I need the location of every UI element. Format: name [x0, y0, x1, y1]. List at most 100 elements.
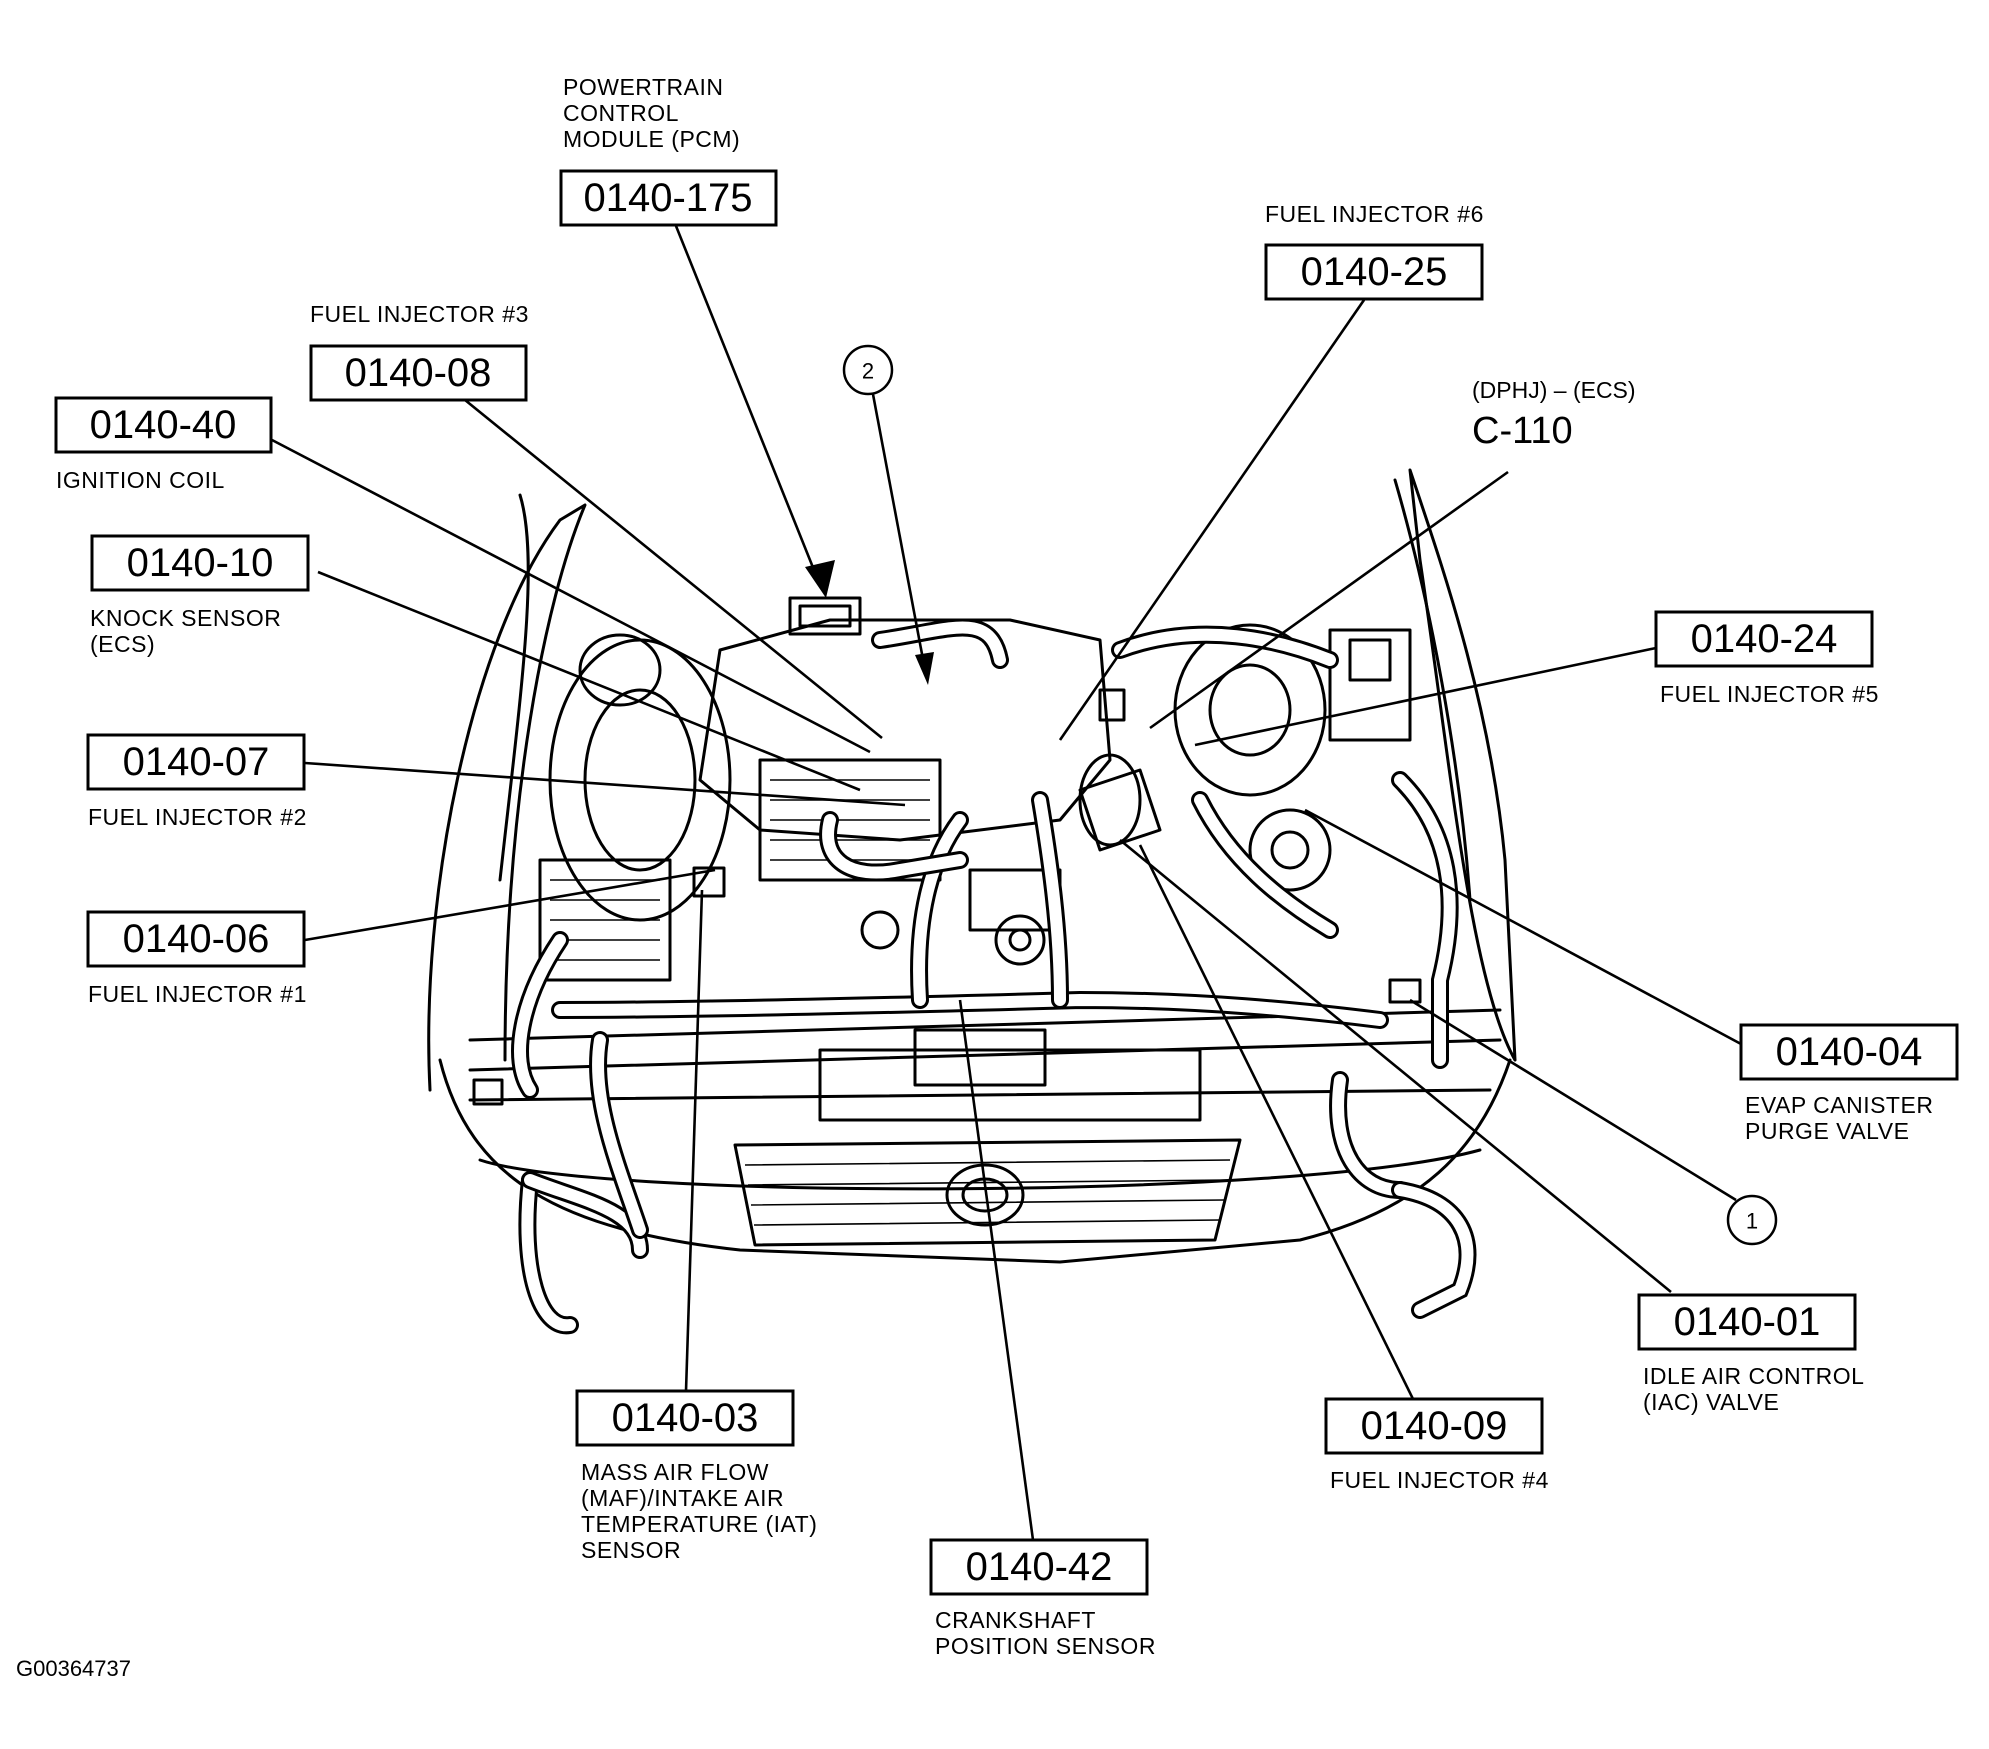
svg-text:TEMPERATURE (IAT): TEMPERATURE (IAT)	[581, 1511, 817, 1537]
component-injector-5: 0140-24 FUEL INJECTOR #5	[1654, 610, 1879, 707]
component-evap-purge-description: EVAP CANISTER PURGE VALVE	[1745, 1092, 1933, 1144]
component-ignition-coil-code: 0140-40	[90, 403, 237, 447]
leader-injector-3	[464, 398, 883, 740]
callout-2-label: 2	[862, 359, 874, 384]
component-injector-3-code: 0140-08	[345, 351, 492, 395]
leader-callout-2	[870, 388, 927, 671]
component-injector-3-description: FUEL INJECTOR #3	[310, 301, 529, 327]
component-maf-sensor: 0140-03 MASS AIR FLOW (MAF)/INTAKE AIR T…	[575, 1389, 817, 1563]
component-ignition-coil: 0140-40 IGNITION COIL	[54, 396, 273, 493]
leader-injector-2	[304, 761, 906, 807]
component-knock-sensor-code-box[interactable]: 0140-10	[90, 534, 310, 592]
leader-injector-6	[1058, 299, 1366, 741]
svg-text:FUEL INJECTOR #1: FUEL INJECTOR #1	[88, 981, 307, 1007]
svg-text:IGNITION COIL: IGNITION COIL	[56, 467, 225, 493]
component-injector-4-code-box[interactable]: 0140-09	[1324, 1397, 1544, 1455]
component-injector-1-code: 0140-06	[123, 917, 270, 961]
component-maf-sensor-code: 0140-03	[612, 1396, 759, 1440]
leader-ckp-sensor	[958, 999, 1035, 1541]
component-knock-sensor: 0140-10 KNOCK SENSOR (ECS)	[90, 534, 310, 657]
figure-id: G00364737	[16, 1656, 131, 1681]
leader-lines	[271, 215, 1742, 1541]
component-ignition-coil-description: IGNITION COIL	[56, 467, 225, 493]
svg-text:PURGE VALVE: PURGE VALVE	[1745, 1118, 1909, 1144]
leader-injector-5	[1194, 646, 1657, 747]
component-injector-1: 0140-06 FUEL INJECTOR #1	[86, 910, 307, 1007]
svg-text:POSITION SENSOR: POSITION SENSOR	[935, 1633, 1156, 1659]
svg-text:(MAF)/INTAKE AIR: (MAF)/INTAKE AIR	[581, 1485, 784, 1511]
leader-injector-1	[304, 868, 716, 942]
component-knock-sensor-description: KNOCK SENSOR (ECS)	[90, 605, 281, 657]
component-evap-purge-code-box[interactable]: 0140-04	[1739, 1023, 1959, 1081]
leader-pcm	[670, 215, 822, 586]
component-injector-2-code-box[interactable]: 0140-07	[86, 733, 306, 791]
component-ckp-sensor: 0140-42 CRANKSHAFT POSITION SENSOR	[929, 1538, 1156, 1659]
svg-text:(ECS): (ECS)	[90, 631, 155, 657]
svg-text:MASS AIR FLOW: MASS AIR FLOW	[581, 1459, 769, 1485]
component-injector-5-description: FUEL INJECTOR #5	[1660, 681, 1879, 707]
component-ckp-sensor-description: CRANKSHAFT POSITION SENSOR	[935, 1607, 1156, 1659]
leader-maf-sensor	[684, 889, 704, 1392]
svg-text:KNOCK SENSOR: KNOCK SENSOR	[90, 605, 281, 631]
svg-text:SENSOR: SENSOR	[581, 1537, 681, 1563]
component-injector-6-code: 0140-25	[1301, 250, 1448, 294]
component-ckp-sensor-code-box[interactable]: 0140-42	[929, 1538, 1149, 1596]
component-pcm-description: POWERTRAIN CONTROL MODULE (PCM)	[563, 74, 740, 152]
component-injector-1-description: FUEL INJECTOR #1	[88, 981, 307, 1007]
component-pcm-code-box[interactable]: 0140-175	[559, 169, 778, 227]
component-pcm-code: 0140-175	[583, 176, 752, 220]
component-knock-sensor-code: 0140-10	[127, 541, 274, 585]
connector-c110-name: C-110	[1472, 410, 1573, 452]
leader-iac-valve	[1119, 838, 1672, 1294]
leader-knock-sensor	[317, 570, 861, 792]
component-injector-2-code: 0140-07	[123, 740, 270, 784]
callout-1: 1	[1726, 1194, 1778, 1246]
svg-text:FUEL INJECTOR #4: FUEL INJECTOR #4	[1330, 1467, 1549, 1493]
leader-pcm-arrowhead	[805, 560, 835, 598]
svg-text:MODULE (PCM): MODULE (PCM)	[563, 126, 740, 152]
component-evap-purge: 0140-04 EVAP CANISTER PURGE VALVE	[1739, 1023, 1959, 1144]
svg-text:FUEL INJECTOR #6: FUEL INJECTOR #6	[1265, 201, 1484, 227]
component-injector-3-code-box[interactable]: 0140-08	[309, 344, 528, 402]
component-injector-4: 0140-09 FUEL INJECTOR #4	[1324, 1397, 1549, 1493]
component-injector-6-code-box[interactable]: 0140-25	[1264, 243, 1484, 301]
component-iac-valve-code-box[interactable]: 0140-01	[1637, 1293, 1857, 1351]
leader-evap-purge	[1304, 808, 1742, 1046]
component-iac-valve-code: 0140-01	[1674, 1300, 1821, 1344]
leader-injector-4	[1138, 844, 1415, 1400]
callout-1-label: 1	[1746, 1209, 1758, 1234]
svg-text:EVAP CANISTER: EVAP CANISTER	[1745, 1092, 1933, 1118]
component-injector-2: 0140-07 FUEL INJECTOR #2	[86, 733, 307, 830]
svg-text:FUEL INJECTOR #3: FUEL INJECTOR #3	[310, 301, 529, 327]
component-injector-2-description: FUEL INJECTOR #2	[88, 804, 307, 830]
engine-bay-illustration	[427, 468, 1517, 1335]
component-injector-3: FUEL INJECTOR #3 0140-08	[309, 301, 529, 402]
component-injector-6: FUEL INJECTOR #6 0140-25	[1264, 201, 1484, 301]
component-evap-purge-code: 0140-04	[1776, 1030, 1923, 1074]
connector-c110-code: (DPHJ) – (ECS)	[1472, 377, 1636, 403]
component-injector-1-code-box[interactable]: 0140-06	[86, 910, 306, 968]
component-injector-5-code: 0140-24	[1691, 617, 1838, 661]
component-ignition-coil-code-box[interactable]: 0140-40	[54, 396, 273, 454]
component-injector-4-description: FUEL INJECTOR #4	[1330, 1467, 1549, 1493]
svg-text:FUEL INJECTOR #2: FUEL INJECTOR #2	[88, 804, 307, 830]
svg-text:(IAC) VALVE: (IAC) VALVE	[1643, 1389, 1779, 1415]
svg-text:CRANKSHAFT: CRANKSHAFT	[935, 1607, 1096, 1633]
svg-text:FUEL INJECTOR #5: FUEL INJECTOR #5	[1660, 681, 1879, 707]
component-pcm: POWERTRAIN CONTROL MODULE (PCM) 0140-175	[559, 74, 778, 227]
svg-text:IDLE AIR CONTROL: IDLE AIR CONTROL	[1643, 1363, 1864, 1389]
component-iac-valve-description: IDLE AIR CONTROL (IAC) VALVE	[1643, 1363, 1864, 1415]
component-maf-sensor-description: MASS AIR FLOW (MAF)/INTAKE AIR TEMPERATU…	[581, 1459, 817, 1563]
leader-ignition-coil	[271, 438, 871, 754]
leader-connector-c110	[1149, 470, 1509, 730]
component-injector-5-code-box[interactable]: 0140-24	[1654, 610, 1874, 668]
component-injector-4-code: 0140-09	[1361, 1404, 1508, 1448]
svg-text:POWERTRAIN: POWERTRAIN	[563, 74, 723, 100]
component-maf-sensor-code-box[interactable]: 0140-03	[575, 1389, 795, 1447]
connector-c110: (DPHJ) – (ECS) C-110	[1472, 377, 1636, 452]
callout-2: 2	[842, 344, 894, 396]
component-injector-6-description: FUEL INJECTOR #6	[1265, 201, 1484, 227]
leader-callout-1	[1409, 998, 1737, 1202]
svg-text:CONTROL: CONTROL	[563, 100, 679, 126]
